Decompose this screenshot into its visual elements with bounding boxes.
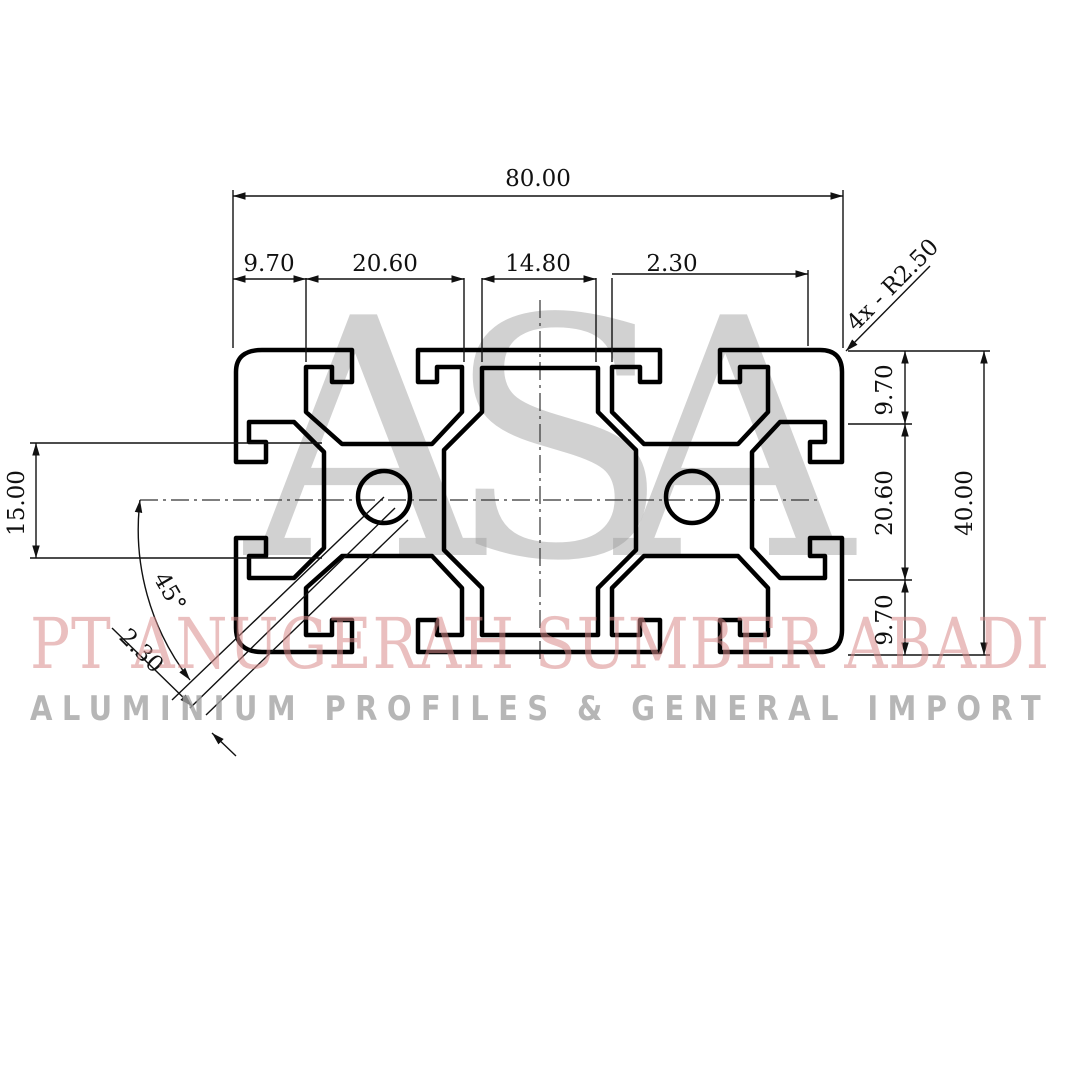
center-lines <box>140 300 820 660</box>
watermark-company: PT ANUGERAH SUMBER ABADI <box>30 603 1050 685</box>
dim-right-mid: 20.60 <box>872 470 898 536</box>
watermark-tagline: ALUMINIUM PROFILES & GENERAL IMPORT <box>30 689 1050 729</box>
dimension-lines <box>32 192 988 757</box>
dim-radius: 4x - R2.50 <box>842 234 944 336</box>
profile-outline <box>233 347 845 655</box>
dim-top-4: 2.30 <box>646 251 697 277</box>
dim-top-1: 9.70 <box>243 251 294 277</box>
watermark-text: PT ANUGERAH SUMBER ABADI ALUMINIUM PROFI… <box>30 603 1050 729</box>
dim-left: 15.00 <box>4 470 30 536</box>
dim-top-3: 14.80 <box>505 251 571 277</box>
left-core-bore <box>355 468 413 526</box>
dim-right-bottom: 9.70 <box>872 594 898 645</box>
dim-overall-height: 40.00 <box>952 470 978 536</box>
dim-overall-width: 80.00 <box>505 166 571 192</box>
profile-center-chamber <box>441 365 639 638</box>
profile-outer-contour <box>233 347 845 655</box>
extension-lines <box>30 190 990 656</box>
right-core-bore <box>663 468 721 526</box>
dim-top-2: 20.60 <box>352 251 418 277</box>
dim-right-top: 9.70 <box>872 364 898 415</box>
